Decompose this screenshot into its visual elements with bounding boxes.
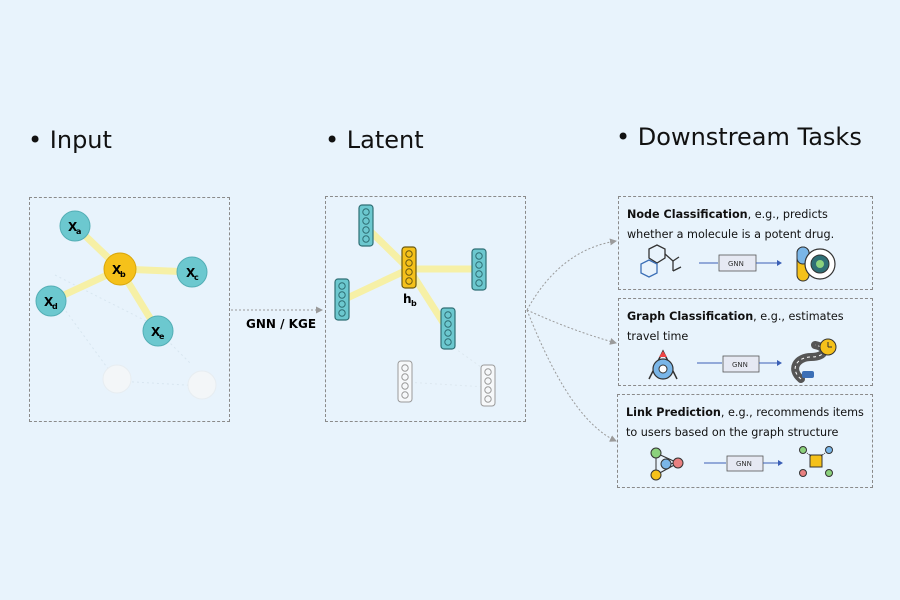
drug-capsule-icon	[796, 246, 836, 282]
heading-latent: • Latent	[325, 126, 424, 154]
svg-text:GNN: GNN	[736, 460, 752, 468]
arrow-to-graph-classification	[526, 309, 617, 345]
task-graph-classification: Graph Classification, e.g., estimates tr…	[618, 298, 873, 386]
svg-text:X: X	[68, 220, 78, 234]
task-node-classification: Node Classification, e.g., predicts whet…	[618, 196, 873, 290]
heading-input: • Input	[28, 126, 112, 154]
task-illustration: GNN	[650, 446, 833, 481]
task-illustration: GNN	[648, 338, 837, 383]
embedding-vector-faint	[480, 364, 496, 407]
svg-text:X: X	[112, 263, 122, 277]
node-xe: X e	[142, 315, 174, 347]
arrow-to-link-prediction	[526, 309, 617, 442]
embedding-vector	[334, 278, 350, 321]
task-illustration: GNN	[640, 244, 836, 282]
node-xc: X c	[176, 256, 208, 288]
gnn-kge-label: GNN / KGE	[246, 317, 316, 331]
hb-label: h b	[403, 292, 417, 308]
network-users-icon	[650, 447, 684, 481]
svg-text:h: h	[403, 292, 412, 306]
faint-node	[187, 370, 217, 400]
input-graph: X a X b X c X d X e	[35, 210, 217, 400]
heading-downstream-tasks: • Downstream Tasks	[616, 123, 862, 151]
node-xd: X d	[35, 285, 67, 317]
svg-text:e: e	[159, 332, 165, 341]
svg-text:X: X	[44, 295, 54, 309]
svg-text:b: b	[120, 270, 126, 279]
road-clock-icon	[791, 338, 837, 383]
embedding-vector-faint	[397, 360, 413, 403]
svg-text:a: a	[76, 227, 81, 236]
embedding-vector	[358, 204, 374, 247]
svg-text:X: X	[151, 325, 161, 339]
gnn-block: GNN	[697, 355, 782, 373]
embedding-vector	[440, 307, 456, 350]
arrow-to-node-classification	[526, 238, 617, 311]
svg-text:X: X	[186, 266, 196, 280]
embedding-vector-hb	[401, 246, 417, 289]
latent-panel: h b	[325, 196, 526, 422]
task-description: Link Prediction, e.g., recommends items …	[626, 406, 864, 439]
svg-text:d: d	[52, 302, 58, 311]
svg-text:GNN: GNN	[728, 260, 744, 268]
node-xb: X b	[103, 252, 137, 286]
gnn-block: GNN	[699, 254, 782, 272]
recommendation-icon	[799, 446, 833, 477]
node-xa: X a	[59, 210, 91, 242]
svg-text:b: b	[411, 299, 417, 308]
input-graph-panel: X a X b X c X d X e	[29, 197, 230, 422]
faint-node	[102, 364, 132, 394]
latent-graph: h b	[334, 204, 496, 407]
svg-text:GNN: GNN	[732, 361, 748, 369]
svg-text:c: c	[194, 273, 199, 282]
task-description: Graph Classification, e.g., estimates tr…	[627, 310, 844, 343]
embedding-vector	[471, 248, 487, 291]
steering-wheel-icon	[648, 349, 678, 380]
task-description: Node Classification, e.g., predicts whet…	[627, 208, 835, 241]
molecule-icon	[640, 244, 682, 278]
gnn-block: GNN	[704, 455, 783, 472]
task-link-prediction: Link Prediction, e.g., recommends items …	[617, 394, 873, 488]
